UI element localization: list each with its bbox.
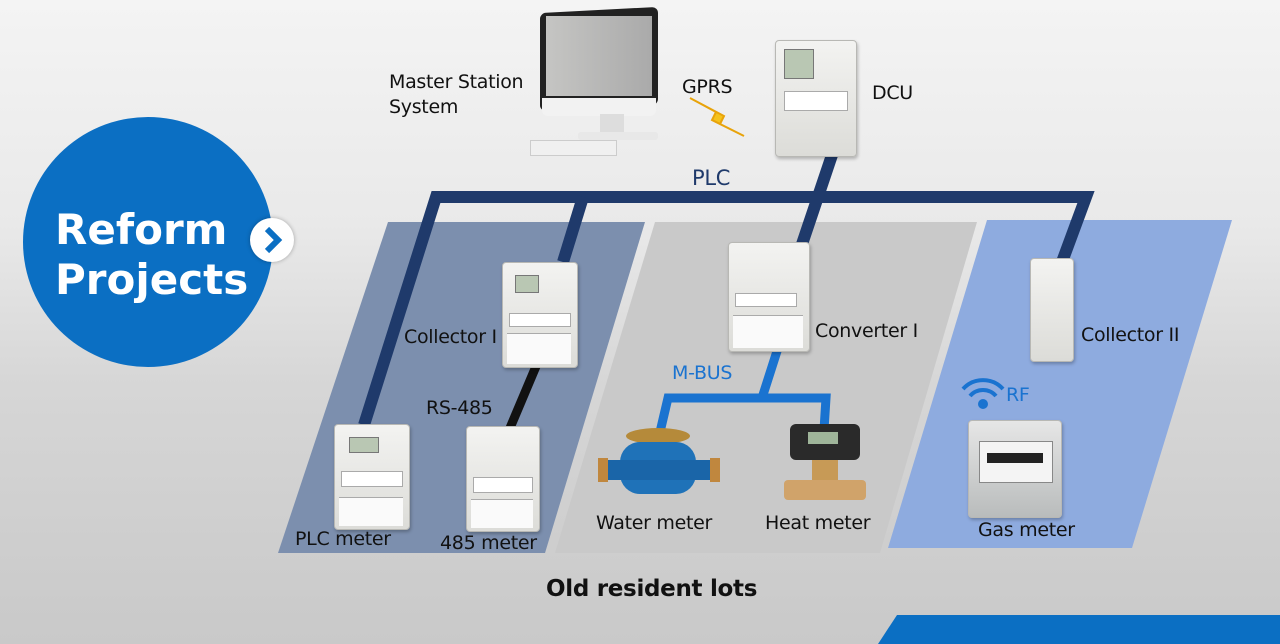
water-meter-device (598, 428, 720, 508)
collector-2-device (1030, 258, 1074, 362)
title-line-2: Projects (55, 255, 249, 304)
dcu-label: DCU (872, 82, 913, 104)
plc-meter-device (334, 424, 410, 530)
next-button[interactable] (250, 218, 294, 262)
mbus-label: M-BUS (672, 362, 733, 384)
plc-bus (358, 191, 1095, 427)
plc-branch-collector (557, 195, 589, 264)
dcu-device (775, 40, 857, 157)
master-station-line-2: System (389, 96, 459, 118)
meter-485-label: 485 meter (440, 532, 537, 554)
collector-2-label: Collector II (1081, 324, 1180, 346)
rf-label: RF (1006, 384, 1030, 406)
heat-meter-label: Heat meter (765, 512, 871, 534)
rs485-label: RS-485 (426, 397, 493, 419)
converter-1-device (728, 242, 810, 352)
converter-1-label: Converter I (815, 320, 918, 342)
footer-bar (878, 615, 1280, 644)
water-meter-label: Water meter (596, 512, 713, 534)
plc-label: PLC (692, 166, 731, 190)
master-station-line-1: Master Station (389, 71, 524, 93)
gprs-lightning-icon (689, 97, 745, 137)
plc-meter-label: PLC meter (295, 528, 391, 550)
gprs-label: GPRS (682, 76, 733, 98)
heat-meter-device (784, 424, 866, 508)
page-title: Reform Projects (55, 205, 248, 305)
footer-caption: Old resident lots (546, 576, 758, 602)
collector-1-label: Collector I (404, 326, 497, 348)
gas-meter-device (968, 420, 1062, 518)
title-line-1: Reform (55, 205, 228, 254)
collector-1-device (502, 262, 578, 368)
title-circle (23, 117, 273, 367)
meter-485-device (466, 426, 540, 532)
master-station-label: Master Station System (389, 70, 524, 120)
wifi-icon (961, 378, 1005, 409)
chevron-right-icon (264, 226, 283, 254)
mbus-line (655, 346, 783, 434)
gas-meter-label: Gas meter (978, 519, 1075, 541)
mbus-branch (760, 393, 831, 431)
computer-image (530, 6, 660, 160)
